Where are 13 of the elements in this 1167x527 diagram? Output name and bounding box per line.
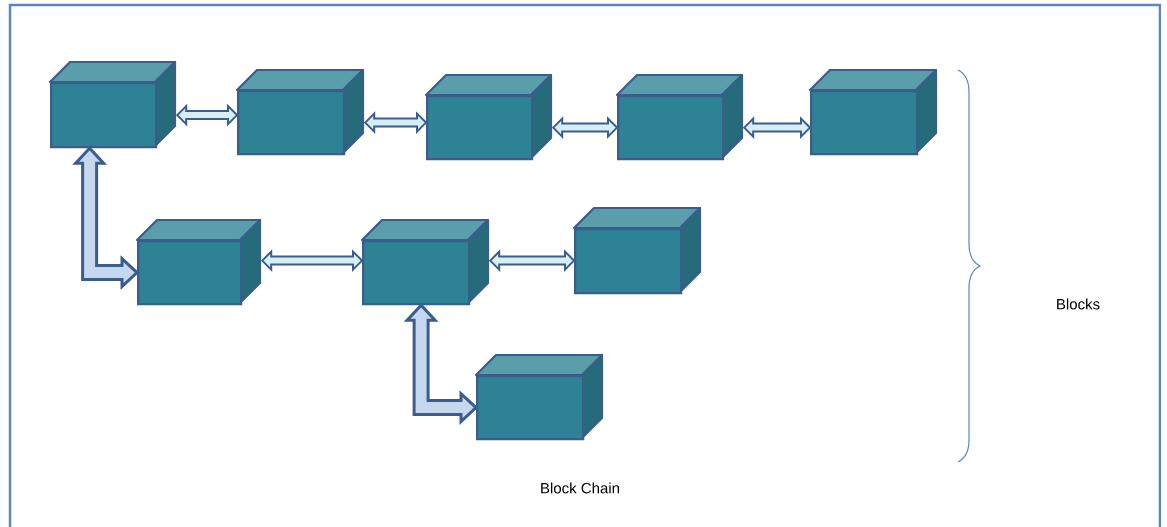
cube [48,60,177,149]
cube [808,68,938,156]
cube [360,218,490,306]
double-arrow [72,146,140,291]
cube [474,353,604,441]
caption-text: Blocks [1057,298,1100,310]
cube [615,73,744,161]
cube [424,73,553,161]
cube [572,206,702,295]
caption-text: Block Chain [541,482,620,494]
double-arrow [403,303,479,426]
cube [135,218,262,306]
cube [235,68,365,156]
